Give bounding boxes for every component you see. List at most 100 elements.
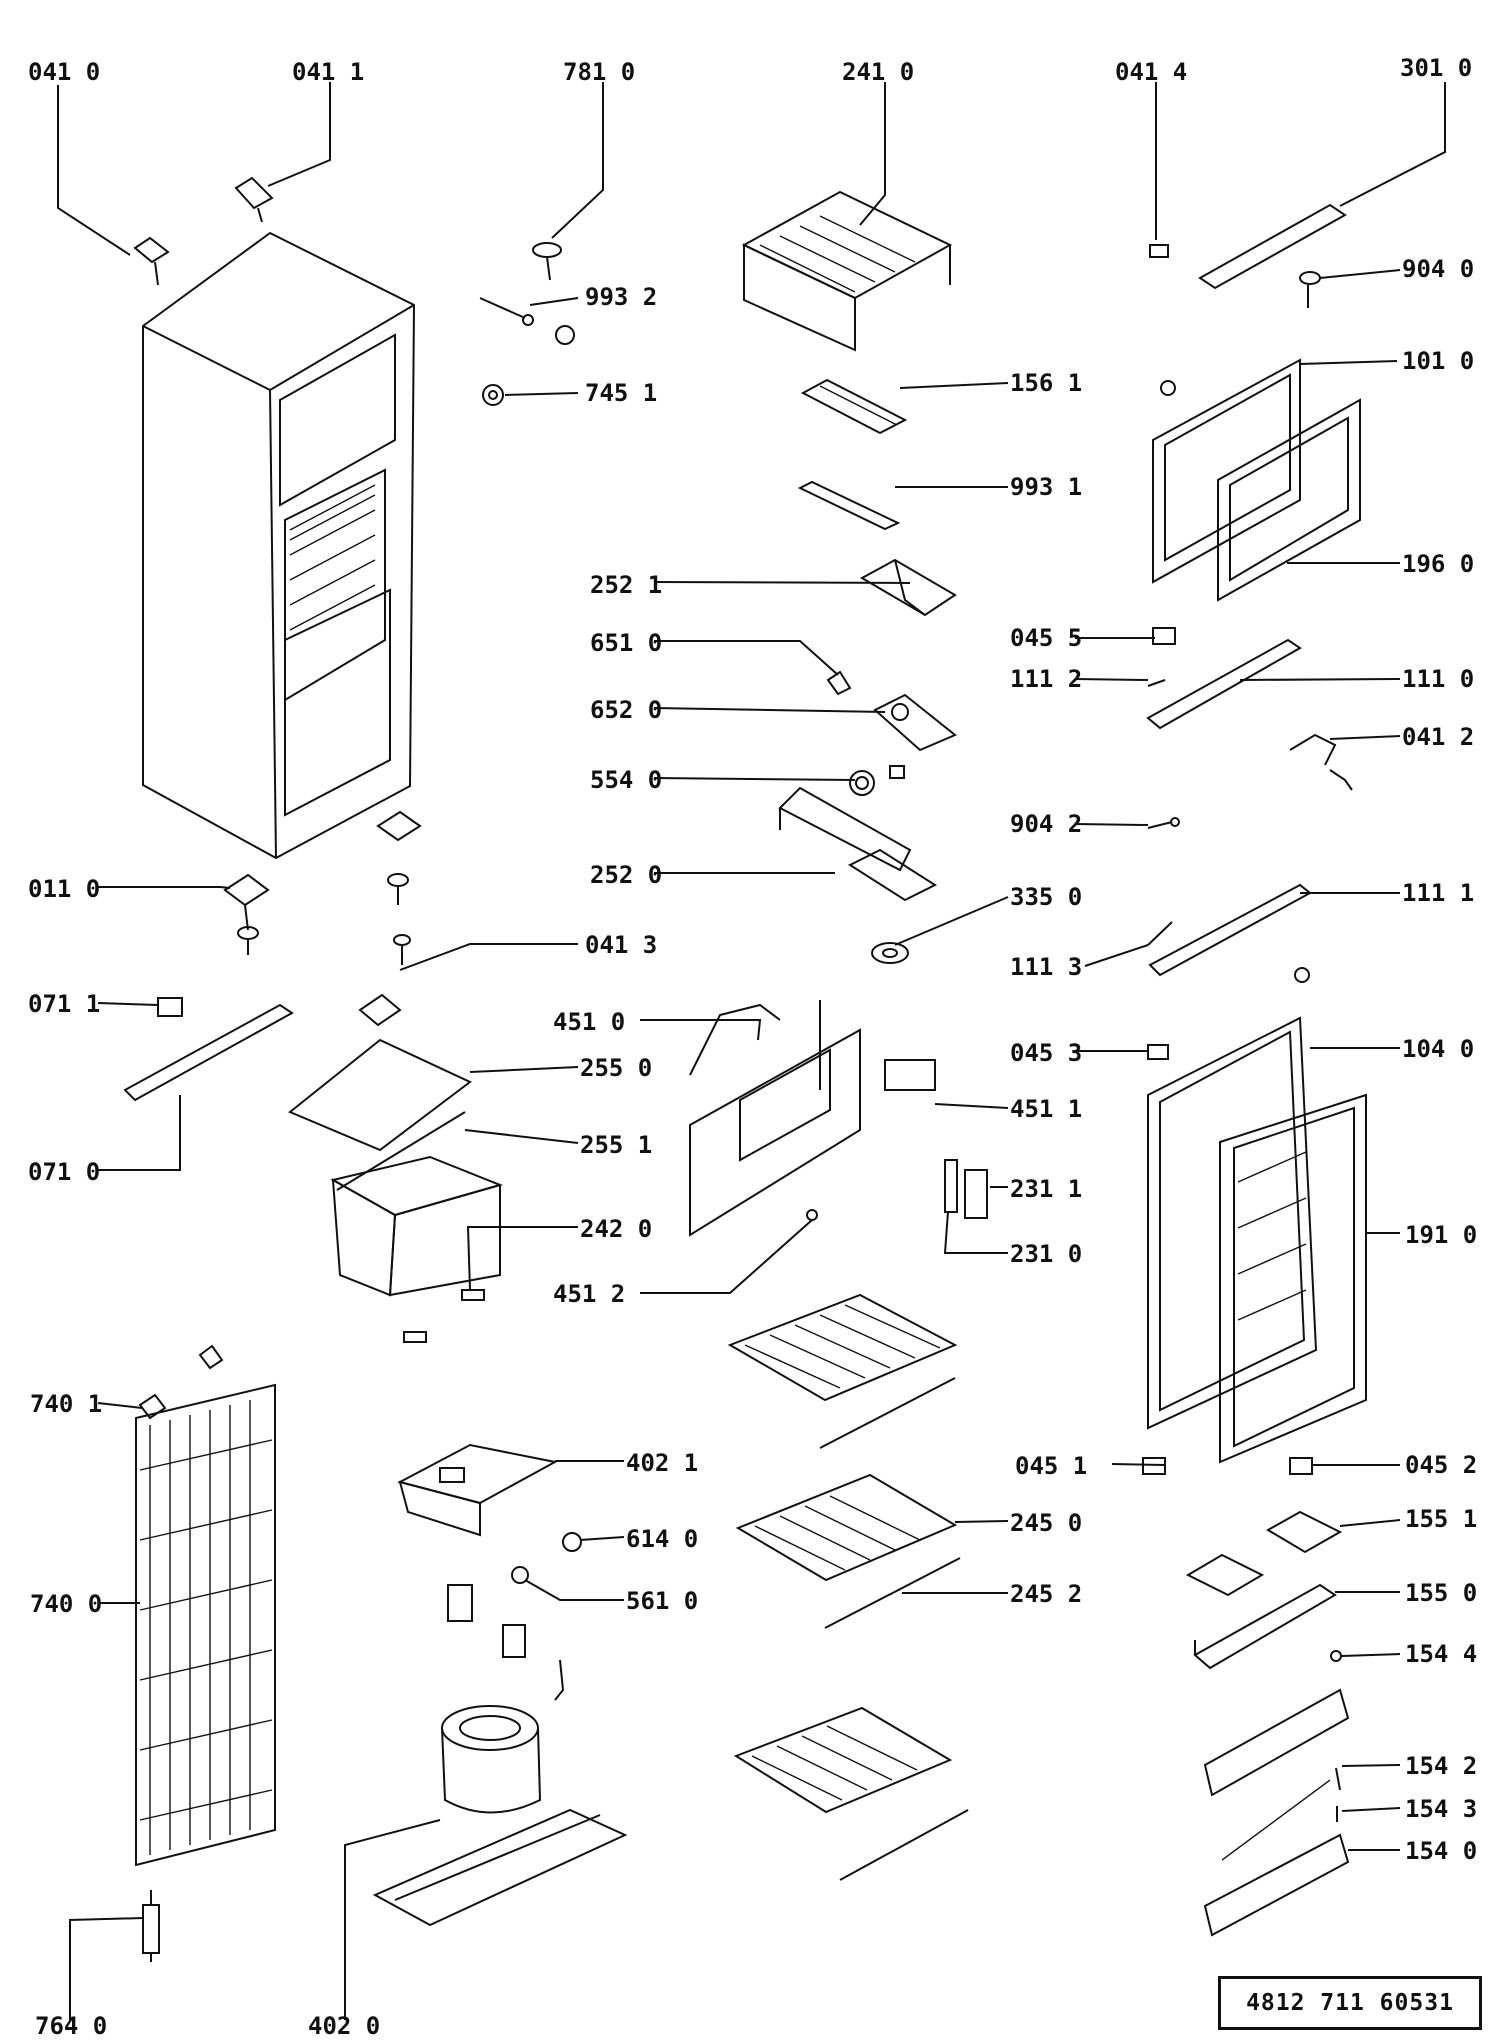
relay-part — [562, 1532, 582, 1552]
shelf-trim-part — [336, 1111, 466, 1191]
door-bin-1550-part — [1193, 1583, 1337, 1670]
callout-0451: 045 1 — [1015, 1452, 1087, 1480]
callout-0413: 041 3 — [585, 931, 657, 959]
compressor-part — [441, 1705, 542, 1814]
callout-4510: 451 0 — [553, 1008, 625, 1036]
clip-7401-part — [138, 1344, 224, 1420]
plug-part — [1160, 380, 1176, 396]
bracket-4511-part — [884, 1059, 936, 1091]
callout-3010: 301 0 — [1400, 54, 1472, 82]
callout-2551: 255 1 — [580, 1131, 652, 1159]
handle-bar-part — [1198, 203, 1347, 290]
condenser-part — [135, 1383, 276, 1867]
callout-2452: 245 2 — [1010, 1580, 1082, 1608]
cabinet-part — [142, 231, 416, 860]
callout-1110: 111 0 — [1402, 665, 1474, 693]
callout-3350: 335 0 — [1010, 883, 1082, 911]
screw-9042-part — [1147, 817, 1180, 829]
thermostat-housing-part — [859, 558, 957, 617]
reference-number-box: 4812 711 60531 — [1218, 1976, 1482, 2030]
callout-6520: 652 0 — [590, 696, 662, 724]
wire-shelf-mid-part — [735, 1473, 961, 1629]
callout-0414: 041 4 — [1115, 58, 1187, 86]
reference-number: 4812 711 60531 — [1246, 1990, 1454, 2016]
lamp-part — [826, 670, 852, 696]
egg-tray-1551-part — [1266, 1510, 1343, 1554]
hinge-top-right-part — [234, 176, 274, 223]
wire-shelf-top-part — [727, 1293, 958, 1449]
callout-6510: 651 0 — [590, 629, 662, 657]
callout-2450: 245 0 — [1010, 1509, 1082, 1537]
ring-part — [871, 942, 909, 964]
leader-lines — [57, 82, 1446, 2020]
control-housing-part — [778, 786, 938, 902]
stop-0452-part — [1289, 1457, 1313, 1475]
stop-0453-part — [1147, 1044, 1169, 1060]
relay-cover-part — [397, 1443, 558, 1537]
callout-labels: 041 0 041 1 781 0 241 0 041 4 301 0 993 … — [28, 54, 1477, 2040]
cover-strip-part — [1146, 638, 1302, 730]
callout-9931: 993 1 — [1010, 473, 1082, 501]
callout-1010: 101 0 — [1402, 347, 1474, 375]
screw-1113-part — [1147, 921, 1173, 946]
callout-4021: 402 1 — [626, 1449, 698, 1477]
glass-shelf-part — [288, 1038, 472, 1152]
wire-shelf-bottom-part — [733, 1706, 969, 1881]
callout-0453: 045 3 — [1010, 1039, 1082, 1067]
hinge-0413-part — [358, 934, 411, 1027]
crisper-rail-part — [123, 1003, 294, 1102]
callout-2310: 231 0 — [1010, 1240, 1082, 1268]
callout-6140: 614 0 — [626, 1525, 698, 1553]
screw-1112-part — [1147, 679, 1166, 687]
callout-1550: 155 0 — [1405, 1579, 1477, 1607]
callout-7640: 764 0 — [35, 2012, 107, 2040]
callout-9932: 993 2 — [585, 283, 657, 311]
door-bin-1540-part — [1203, 1779, 1350, 1937]
bracket-0711-part — [157, 997, 183, 1017]
clip-2420-part — [461, 1289, 485, 1301]
callout-0455: 045 5 — [1010, 624, 1082, 652]
callout-0711: 071 1 — [28, 990, 100, 1018]
drier-part — [142, 1890, 160, 1962]
callout-7451: 745 1 — [585, 379, 657, 407]
callout-2420: 242 0 — [580, 1215, 652, 1243]
callout-9042: 904 2 — [1010, 810, 1082, 838]
callout-0710: 071 0 — [28, 1158, 100, 1186]
callout-2520: 252 0 — [590, 861, 662, 889]
lamp-holder-part — [482, 384, 504, 406]
callout-1561: 156 1 — [1010, 369, 1082, 397]
hinge-0412-part — [1289, 733, 1353, 791]
compressor-baseplate-part — [372, 1808, 628, 1927]
fridge-door-part — [1147, 1016, 1318, 1430]
callout-4020: 402 0 — [308, 2012, 380, 2040]
foot-part — [376, 810, 422, 905]
clip-1542-part — [1335, 1767, 1341, 1791]
callout-2410: 241 0 — [842, 58, 914, 86]
callout-1111: 111 1 — [1402, 879, 1474, 907]
small-pad-0414 — [1149, 244, 1169, 258]
hinge-top-left-part — [133, 236, 170, 286]
callout-4511: 451 1 — [1010, 1095, 1082, 1123]
callout-0411: 041 1 — [292, 58, 364, 86]
callout-9040: 904 0 — [1402, 255, 1474, 283]
freezer-gasket-part — [1217, 398, 1361, 602]
callout-7401: 740 1 — [30, 1390, 102, 1418]
evaporator-plate-part — [689, 1000, 861, 1237]
stop-0455-part — [1152, 627, 1176, 645]
ice-tray-part — [800, 378, 908, 435]
door-bin-1542-part — [1203, 1688, 1350, 1797]
fridge-gasket-part — [1219, 1093, 1367, 1464]
callout-5610: 561 0 — [626, 1587, 698, 1615]
freezer-shelf-part — [741, 190, 953, 352]
clip-1544-part — [1330, 1650, 1342, 1662]
bracket-9931-part — [797, 480, 901, 531]
callout-1960: 196 0 — [1402, 550, 1474, 578]
callout-2311: 231 1 — [1010, 1175, 1082, 1203]
clip-4512-part — [806, 1209, 818, 1221]
callout-1543: 154 3 — [1405, 1795, 1477, 1823]
callout-0110: 011 0 — [28, 875, 100, 903]
hinge-0110-part — [223, 873, 270, 955]
callout-2550: 255 0 — [580, 1054, 652, 1082]
